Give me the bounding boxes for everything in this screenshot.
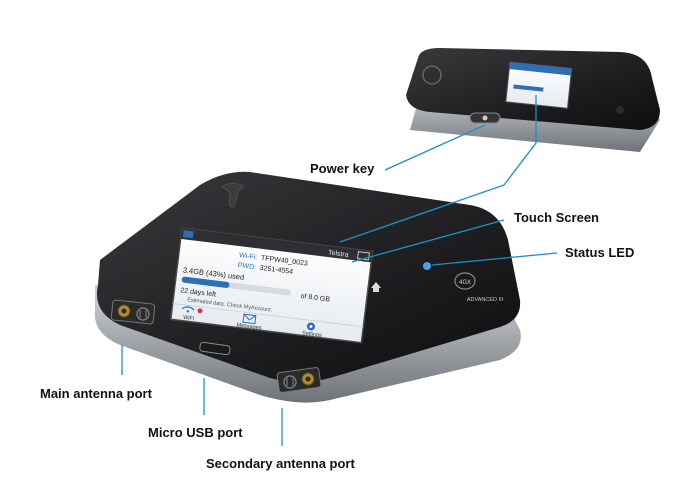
secondary-antenna-port: [276, 367, 322, 393]
nav-settings-label[interactable]: Settings: [302, 330, 323, 338]
wifi-icon[interactable]: [181, 306, 203, 314]
callout-micro-usb-port: Micro USB port: [148, 425, 243, 440]
screen-pwd-label: PWD:: [237, 262, 256, 271]
nav-messages-label[interactable]: Messages: [236, 322, 262, 331]
callout-touch-screen: Touch Screen: [514, 210, 600, 225]
home-icon[interactable]: [371, 282, 381, 292]
leader-power-key: [384, 124, 486, 171]
leader-touch-screen: [339, 95, 537, 243]
badge-4gx-text: 4GX: [459, 280, 471, 286]
nav-wifi-label[interactable]: WiFi: [183, 315, 195, 322]
status-led: [423, 262, 431, 270]
screen-usage-total: of 8.0 GB: [300, 293, 331, 304]
leader-lines: [121, 95, 558, 446]
screen-pwd-value: 3251-4554: [259, 265, 293, 276]
screen-carrier: Telstra: [328, 250, 349, 259]
small-device-rear-view: [406, 48, 660, 152]
leader-status-led: [431, 252, 558, 266]
touch-screen[interactable]: Telstra Wi-Fi: TFPW40_0023 PWD: 3251-455…: [169, 227, 374, 344]
callout-secondary-antenna-port: Secondary antenna port: [206, 456, 355, 471]
messages-icon[interactable]: [242, 313, 257, 325]
main-device: 4GX ADVANCED III Telstra Wi-Fi: TFPW40_0…: [94, 171, 521, 403]
main-antenna-port: [110, 299, 156, 325]
screen-days-left: 22 days left: [180, 287, 216, 298]
usb-port-icon: [199, 341, 231, 356]
settings-icon[interactable]: [306, 322, 316, 331]
screen-wifi-label: Wi-Fi:: [239, 252, 258, 261]
badge-4gx: [454, 272, 476, 290]
callout-power-key: Power key: [310, 161, 375, 176]
callout-main-antenna-port: Main antenna port: [40, 386, 152, 401]
usage-progress-fill: [181, 276, 230, 288]
leader-touch-screen-2: [351, 219, 505, 263]
small-device-badge: [422, 65, 442, 85]
model-text: ADVANCED III: [467, 297, 504, 303]
telstra-logo-icon: [221, 182, 244, 208]
small-device-telstra-logo-icon: [616, 106, 624, 114]
callout-status-led: Status LED: [565, 245, 635, 260]
